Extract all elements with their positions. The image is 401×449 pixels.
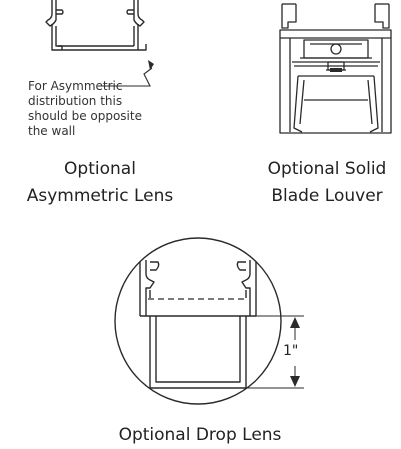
asymmetric-note: For Asymmetric distribution this should … — [28, 79, 178, 139]
asymmetric-note-line-1: For Asymmetric — [28, 79, 123, 93]
asymmetric-lens-caption: Optional Asymmetric Lens — [0, 158, 200, 208]
louver-caption-line-2: Blade Louver — [271, 186, 383, 206]
detail-circle — [115, 238, 281, 404]
asymmetric-caption-line-1: Optional — [64, 159, 136, 179]
asymmetric-caption-line-2: Asymmetric Lens — [26, 186, 174, 206]
blade-louver-caption: Optional Solid Blade Louver — [252, 158, 401, 208]
asymmetric-note-line-4: the wall — [28, 124, 76, 138]
asymmetric-note-line-2: distribution this — [28, 94, 123, 108]
louver-caption-line-1: Optional Solid — [267, 159, 387, 179]
asymmetric-note-line-3: should be opposite — [28, 109, 142, 123]
drop-lens-dimension: 1" — [283, 343, 299, 359]
drop-lens-caption: Optional Drop Lens — [118, 425, 282, 445]
